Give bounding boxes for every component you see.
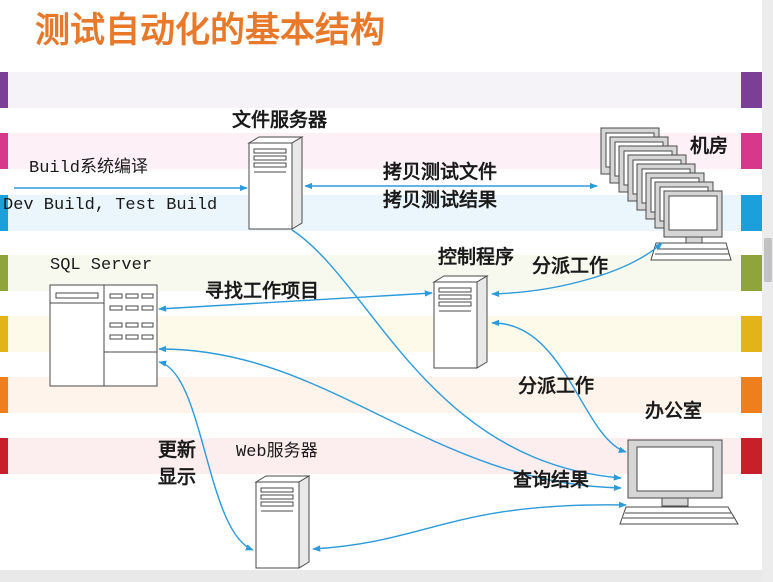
drive-bay bbox=[125, 322, 139, 328]
drive-bay bbox=[125, 334, 139, 340]
web-office-arrow bbox=[312, 501, 627, 552]
stripe-tab-left bbox=[0, 72, 8, 108]
drive-bay bbox=[260, 501, 294, 507]
copy-test-results-label: 拷贝测试结果 bbox=[383, 189, 498, 211]
drive-bay bbox=[260, 494, 294, 500]
stripe-tab-right bbox=[741, 133, 762, 169]
dispatch-work-room-label: 分派工作 bbox=[532, 255, 609, 277]
drive-bay bbox=[438, 301, 472, 307]
monitor-screen bbox=[668, 195, 718, 231]
monitor bbox=[663, 190, 723, 238]
query-results-arrow bbox=[158, 345, 622, 492]
stripe-tab-left bbox=[0, 133, 8, 169]
drive-bay bbox=[141, 334, 154, 340]
drive-bay bbox=[109, 305, 123, 311]
keyboard bbox=[650, 242, 732, 261]
dispatch-room-arrow bbox=[491, 242, 663, 297]
diagram-canvas bbox=[14, 127, 739, 569]
web-server-icon bbox=[254, 475, 311, 569]
query-results-label: 查询结果 bbox=[513, 469, 590, 491]
drive-bay bbox=[109, 322, 123, 328]
drive-bay bbox=[438, 287, 472, 293]
drive-bay bbox=[141, 305, 154, 311]
find-work-items-label: 寻找工作项目 bbox=[205, 280, 320, 302]
stripe-band bbox=[8, 72, 741, 108]
drive-bay bbox=[141, 322, 154, 328]
office-label: 办公室 bbox=[645, 400, 703, 422]
drive-bay bbox=[253, 148, 287, 154]
stripe-tab-right bbox=[741, 316, 762, 352]
web-server-label: Web服务器 bbox=[236, 443, 318, 462]
stripe-tab-right bbox=[741, 195, 762, 231]
control-program-server-icon bbox=[432, 275, 489, 369]
server-side bbox=[298, 475, 310, 569]
slide-bottom-border bbox=[0, 570, 762, 582]
stripe-tab-left bbox=[0, 195, 8, 231]
scrollbar-thumb[interactable] bbox=[764, 238, 772, 282]
sql-server-icon bbox=[49, 284, 158, 387]
drive-bay bbox=[55, 292, 99, 299]
keyboard bbox=[619, 506, 739, 525]
slide-title: 测试自动化的基本结构 bbox=[35, 11, 386, 51]
drive-bay bbox=[253, 155, 287, 161]
update-display-arrow bbox=[158, 360, 254, 551]
stripe-band bbox=[8, 195, 741, 231]
stripe-tab-right bbox=[741, 72, 762, 108]
update-display-label: 更新显示 bbox=[158, 439, 197, 488]
server-side bbox=[476, 275, 488, 369]
dispatch-work-office-label: 分派工作 bbox=[518, 375, 595, 397]
drive-bay bbox=[253, 162, 287, 168]
drive-bay bbox=[438, 294, 472, 300]
dev-test-build-label: Dev Build, Test Build bbox=[3, 196, 218, 215]
stripe-tab-left bbox=[0, 255, 8, 291]
stripe-tab-left bbox=[0, 316, 8, 352]
file-server-icon bbox=[247, 136, 304, 230]
monitor-stand bbox=[661, 497, 689, 507]
drive-bay bbox=[125, 305, 139, 311]
stripe-tab-right bbox=[741, 377, 762, 413]
machine-room-icon bbox=[600, 127, 723, 238]
build-compile-label: Build系统编译 bbox=[29, 159, 149, 178]
connections bbox=[14, 182, 663, 552]
stripe-blue bbox=[0, 195, 762, 231]
stripe-tab-left bbox=[0, 377, 8, 413]
copy-test-files-label: 拷贝测试文件 bbox=[383, 161, 498, 183]
find-work-arrow bbox=[158, 290, 433, 312]
office-computer-icon bbox=[619, 439, 739, 525]
stripe-tab-left bbox=[0, 438, 8, 474]
monitor-stand bbox=[685, 236, 703, 244]
control-program-label: 控制程序 bbox=[438, 246, 515, 268]
server-side bbox=[291, 136, 303, 230]
monitor-screen bbox=[636, 446, 714, 492]
drive-bay bbox=[141, 293, 154, 299]
stripe-purple bbox=[0, 72, 762, 108]
drive-bay bbox=[109, 293, 123, 299]
machine-room-label: 机房 bbox=[690, 135, 729, 157]
sql-server-label: SQL Server bbox=[50, 256, 153, 275]
stripe-tab-right bbox=[741, 438, 762, 474]
slide: 测试自动化的基本结构 bbox=[0, 11, 762, 569]
file-server-label: 文件服务器 bbox=[232, 109, 328, 131]
stripe-tab-right bbox=[741, 255, 762, 291]
drive-bay bbox=[260, 487, 294, 493]
drive-bay bbox=[125, 293, 139, 299]
drive-bay bbox=[109, 334, 123, 340]
vertical-scrollbar[interactable] bbox=[762, 0, 773, 582]
